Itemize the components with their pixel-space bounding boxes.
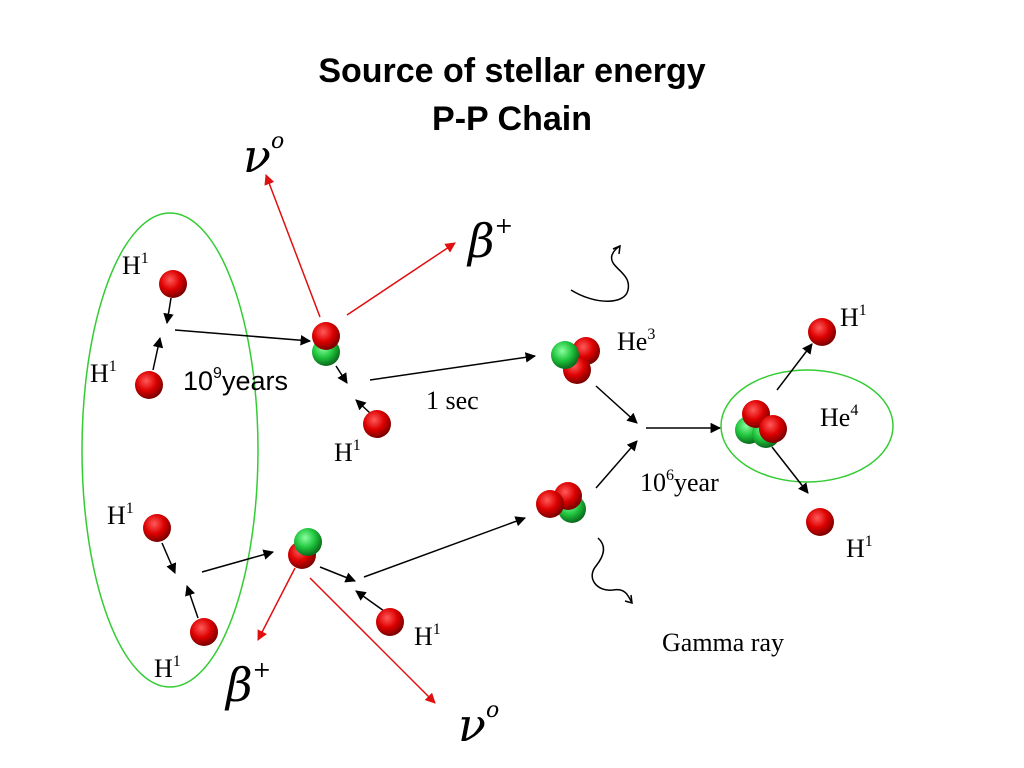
- proton-h1-bottom-b: [190, 618, 218, 646]
- proton-h1-top-b: [135, 371, 163, 399]
- label-neutrino-bottom: νo: [458, 698, 500, 752]
- label-h1-top-b: H1: [90, 358, 117, 388]
- arrow-h1-to-deuterium-bottom: [355, 590, 385, 612]
- arrow-h1-bottom-down: [161, 542, 177, 574]
- neutron-he3-top: [551, 341, 579, 369]
- label-gamma-ray: Gamma ray: [662, 628, 785, 657]
- proton-h1-bottom-c: [376, 608, 404, 636]
- proton-h1-right-bottom: [806, 508, 834, 536]
- neutron-deuterium-bottom: [294, 528, 322, 556]
- arrow-to-deuterium-bottom: [201, 549, 275, 573]
- label-h1-bottom-b: H1: [154, 653, 181, 683]
- label-one-sec: 1 sec: [426, 386, 479, 415]
- arrow-neutrino-top: [264, 174, 321, 318]
- arrow-he4-to-h1-top: [776, 343, 813, 391]
- label-h1-right-bottom: H1: [846, 533, 873, 563]
- arrow-beta-bottom: [257, 567, 296, 641]
- label-h1-right-top: H1: [840, 302, 867, 332]
- black-arrows: [152, 297, 813, 619]
- gamma-squiggle-bottom: [591, 537, 633, 604]
- label-he3: He3: [617, 326, 656, 356]
- proton-he4-b: [759, 415, 787, 443]
- proton-he3-bottom-b: [536, 490, 564, 518]
- label-h1-bottom-a: H1: [107, 500, 134, 530]
- label-beta-bottom: β+: [226, 658, 272, 712]
- arrow-neutrino-bottom: [309, 577, 436, 704]
- arrow-h1-up: [152, 336, 164, 371]
- label-billion-years: 109years: [183, 365, 288, 396]
- gamma-squiggles: [570, 244, 633, 605]
- arrow-to-deuterium-top: [174, 329, 312, 346]
- particles: [135, 270, 836, 646]
- proton-h1-right-top: [808, 318, 836, 346]
- arrow-h1-to-deuterium: [355, 399, 371, 414]
- proton-h1-top-a: [159, 270, 187, 298]
- gamma-squiggle-top: [570, 245, 630, 302]
- page-subtitle: P-P Chain: [432, 100, 592, 138]
- label-h1-top-a: H1: [122, 250, 149, 280]
- left-group-ellipse: [81, 212, 259, 688]
- proton-h1-top-c: [363, 410, 391, 438]
- label-h1-top-c: H1: [334, 437, 361, 467]
- label-he4: He4: [820, 402, 859, 432]
- proton-deuterium-top: [312, 322, 340, 350]
- arrow-h1-bottom-up: [185, 585, 199, 619]
- arrow-beta-top: [346, 242, 456, 316]
- proton-h1-bottom-a: [143, 514, 171, 542]
- arrow-to-he3-bottom: [363, 516, 526, 578]
- label-neutrino-top: νo: [243, 129, 285, 183]
- arrow-he3-down: [595, 385, 638, 424]
- red-arrows: [257, 174, 456, 704]
- arrow-to-he3-top: [369, 352, 537, 381]
- label-beta-top: β+: [468, 214, 514, 268]
- label-million-year: 106year: [640, 467, 719, 497]
- arrow-he4-to-h1-bottom: [771, 446, 809, 494]
- arrow-h1-top-down: [163, 297, 174, 325]
- arrow-deuterium-to-h1: [335, 365, 348, 384]
- label-h1-bottom-c: H1: [414, 621, 441, 651]
- page-title: Source of stellar energy: [318, 52, 706, 90]
- arrow-deuterium-bottom-to-h1: [319, 566, 356, 583]
- arrow-he3-bottom-up: [595, 440, 638, 489]
